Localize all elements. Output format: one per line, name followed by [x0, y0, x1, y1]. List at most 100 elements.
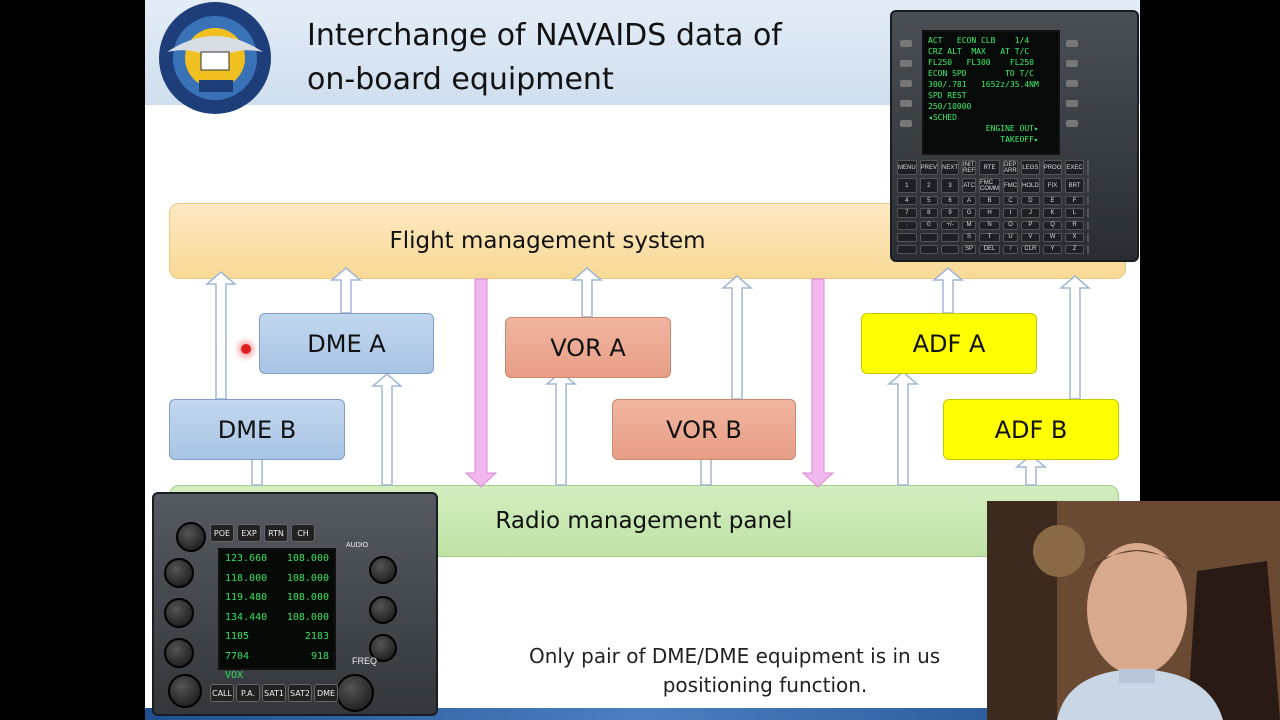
cdu-lsk-l1 [900, 40, 912, 47]
cdu-key: J [1021, 208, 1040, 218]
rmp-button-dme: DME [314, 684, 338, 702]
cdu-key: Y [1042, 244, 1063, 254]
rmp-button-poe: POE [210, 524, 234, 542]
rmp-freq-value: 7704 [225, 650, 250, 662]
cdu-key [919, 244, 939, 254]
cdu-lsk-l3 [900, 80, 912, 87]
rmp-knob [369, 556, 397, 584]
cdu-key: PREV [919, 160, 939, 176]
cdu-key: F [1065, 196, 1084, 206]
cdu-key [1086, 220, 1089, 230]
note-line1: Only pair of DME/DME equipment is in us [529, 644, 941, 668]
rmp-freq-knob [336, 674, 374, 712]
rmp-button-rtn: RTN [264, 524, 288, 542]
arrow-vor-b-to-fms [720, 275, 754, 400]
slide-note: Only pair of DME/DME equipment is in us … [485, 642, 1045, 700]
cdu-key: INIT REF [962, 160, 977, 176]
cdu-key [897, 232, 917, 242]
cdu-key: T [979, 232, 1001, 242]
cdu-lsk-l4 [900, 100, 912, 107]
cdu-key [941, 244, 960, 254]
cdu-key: MENU [897, 160, 917, 176]
cdu-screen-line: ENGINE OUT▸ [928, 124, 1039, 133]
cdu-key: R [1065, 220, 1084, 230]
cdu-key: 2 [919, 178, 939, 194]
rmp-freq-value: 108.000 [286, 553, 329, 564]
rmp-freq-label: FREQ [352, 656, 378, 666]
cdu-key: 9 [941, 208, 960, 218]
rmp-knob [168, 674, 202, 708]
webcam-video-overlay [987, 501, 1280, 720]
slide-title-line2: on-board equipment [307, 62, 614, 97]
cdu-key: 8 [919, 208, 939, 218]
adf-a-label: ADF A [912, 329, 986, 358]
slide-title: Interchange of NAVAIDS data of on-board … [307, 14, 782, 102]
note-line2: positioning function. [662, 673, 868, 697]
cdu-key [919, 232, 939, 242]
cdu-key: E [1042, 196, 1063, 206]
rmp-label: Radio management panel [495, 508, 793, 534]
cdu-key [1086, 178, 1089, 194]
adf-b-label: ADF B [994, 415, 1068, 444]
vor-a-block: VOR A [505, 317, 671, 378]
cdu-screen-line: 250/10000 [928, 102, 972, 111]
cdu-lsk-l2 [900, 60, 912, 67]
cdu-key: · [897, 220, 917, 230]
rmp-knob [176, 522, 206, 552]
arrow-rmp-to-adf-b [1014, 454, 1048, 486]
cdu-key: NEXT [941, 160, 960, 176]
cdu-key: A [962, 196, 977, 206]
adf-b-block: ADF B [943, 399, 1119, 460]
rmp-freq-value: 2183 [304, 631, 329, 642]
dme-a-block: DME A [259, 313, 434, 374]
arrow-adf-a-to-fms [931, 267, 965, 314]
cdu-lsk-r5 [1066, 120, 1078, 127]
dme-b-label: DME B [217, 415, 297, 444]
rmp-freq-value: 134.440 [225, 611, 268, 623]
cdu-key: L [1065, 208, 1084, 218]
rmp-button-sat1: SAT1 [262, 684, 286, 702]
cdu-key: N [979, 220, 1001, 230]
data-flow-arrows [204, 267, 1092, 488]
cdu-key: O [1003, 220, 1019, 230]
cdu-key [1086, 196, 1089, 206]
cdu-key: 6 [941, 196, 960, 206]
laser-pointer-dot [241, 344, 251, 354]
arrow-adf-b-to-fms [1058, 275, 1092, 400]
arrow-fms-to-rmp-1 [464, 278, 498, 488]
cdu-key: X [1065, 232, 1084, 242]
cdu-key: +/- [941, 220, 960, 230]
cdu-lsk-r4 [1066, 100, 1078, 107]
arrow-dme-b-to-fms [204, 271, 238, 400]
cdu-key: SP [962, 244, 977, 254]
rmp-freq-value: 123.660 [225, 553, 268, 564]
rmp-button-call: CALL [210, 684, 234, 702]
fms-label: Flight management system [389, 228, 706, 254]
dme-a-label: DME A [307, 329, 386, 358]
cdu-key: 1 [897, 178, 917, 194]
rmp-button-pa: P.A. [236, 684, 260, 702]
cdu-key: P [1021, 220, 1040, 230]
cdu-screen-line: 300/.781 1652z/35.4NM [928, 80, 1039, 89]
cdu-key [1086, 244, 1089, 254]
rmp-freq-value: 119.480 [225, 592, 268, 603]
presenter-photo [987, 501, 1280, 720]
rmp-button-sat2: SAT2 [288, 684, 312, 702]
cdu-key: / [1003, 244, 1019, 254]
cdu-key: 3 [941, 178, 960, 194]
cdu-key [941, 232, 960, 242]
cdu-lsk-r3 [1066, 80, 1078, 87]
arrow-vor-a-to-fms [570, 267, 604, 318]
rmp-freq-value: 108.000 [286, 611, 329, 623]
rmp-screen-row: 123.660 108.000 [225, 553, 329, 565]
cdu-key: I [1003, 208, 1019, 218]
cdu-key [1086, 160, 1089, 176]
cdu-key: FIX [1042, 178, 1063, 194]
cdu-screen-line: ACT ECON CLB 1/4 [928, 36, 1030, 45]
